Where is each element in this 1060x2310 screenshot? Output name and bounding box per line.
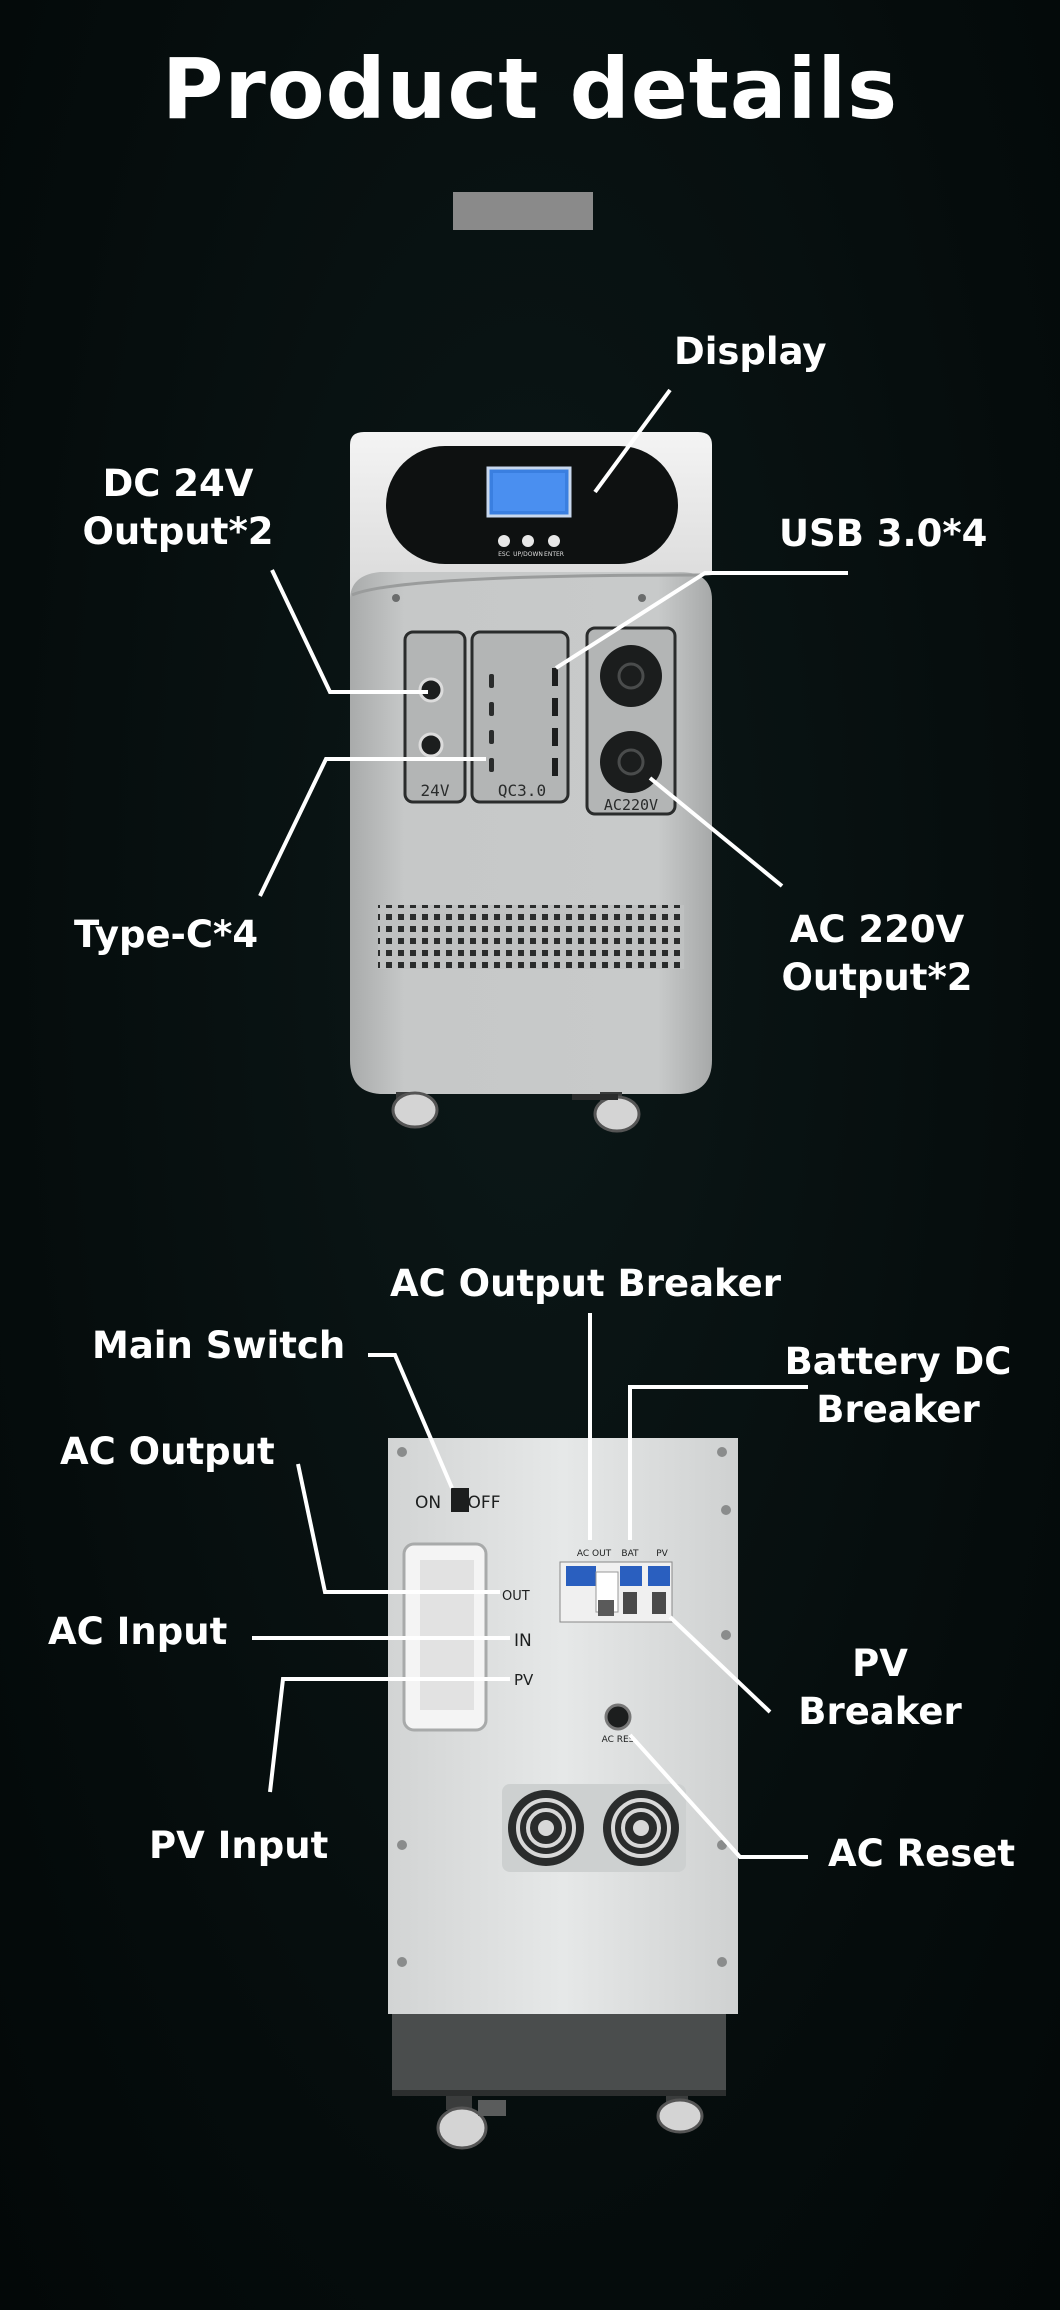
lcd-screen-icon bbox=[486, 466, 572, 518]
ac-output-breaker-label: AC Output Breaker bbox=[390, 1262, 782, 1305]
dc24v-output-line1: DC 24V bbox=[102, 462, 254, 505]
main-switch-icon bbox=[451, 1488, 469, 1512]
cooling-fan-icon bbox=[603, 1790, 679, 1866]
typec-port-icon bbox=[489, 758, 494, 772]
svg-text:OFF: OFF bbox=[468, 1493, 501, 1513]
breaker-switch-icon bbox=[598, 1600, 614, 1616]
breaker-panel bbox=[559, 1561, 673, 1623]
esc-button-icon bbox=[498, 535, 510, 547]
cooling-fan-icon bbox=[508, 1790, 584, 1866]
title-underline-bar bbox=[453, 192, 593, 230]
caster-wheel-icon bbox=[436, 2106, 488, 2150]
svg-text:BAT: BAT bbox=[621, 1549, 639, 1559]
rear-unit: ON OFF OUT IN PV AC OUT BAT PV AC RES bbox=[388, 1438, 738, 2150]
svg-text:PV: PV bbox=[514, 1671, 534, 1689]
svg-text:QC3.0: QC3.0 bbox=[498, 781, 546, 800]
caster-wheel-icon bbox=[391, 1091, 439, 1129]
dc24v-port-icon bbox=[418, 732, 444, 758]
svg-text:AC OUT: AC OUT bbox=[577, 1549, 612, 1559]
ac-reset-label: AC Reset bbox=[828, 1832, 1016, 1875]
esc-label: ESC bbox=[498, 551, 510, 558]
dc24v-panel bbox=[403, 630, 467, 804]
usb-panel bbox=[470, 630, 570, 804]
svg-text:PV: PV bbox=[656, 1549, 668, 1559]
main-switch-label: Main Switch bbox=[92, 1324, 346, 1367]
battery-dc-breaker-line2: Breaker bbox=[816, 1388, 980, 1432]
svg-text:24V: 24V bbox=[421, 781, 450, 800]
page-title: Product details bbox=[161, 40, 899, 138]
battery-dc-breaker-line1: Battery DC bbox=[784, 1340, 1012, 1383]
dc24v-port-icon bbox=[418, 677, 444, 703]
ac-output-label: AC Output bbox=[60, 1430, 275, 1473]
ac-outlet-icon bbox=[600, 731, 662, 793]
caster-wheel-icon bbox=[593, 1095, 641, 1133]
display-label: Display bbox=[674, 330, 827, 373]
rear-leader-lines bbox=[252, 1313, 808, 1859]
dc24v-output-line2: Output*2 bbox=[82, 510, 274, 554]
usb-label: USB 3.0*4 bbox=[779, 512, 988, 555]
front-leader-lines bbox=[258, 388, 848, 897]
caster-wheel-icon bbox=[656, 2098, 704, 2134]
ac-input-label: AC Input bbox=[48, 1610, 228, 1653]
updown-label: UP/DOWN bbox=[513, 551, 543, 558]
pv-input-label: PV Input bbox=[149, 1824, 329, 1867]
ac-reset-button-icon bbox=[604, 1703, 632, 1731]
enter-button-icon bbox=[548, 535, 560, 547]
front-unit: ESC UP/DOWN ENTER 24V QC3.0 bbox=[350, 432, 712, 1133]
updown-button-icon bbox=[522, 535, 534, 547]
svg-text:AC220V: AC220V bbox=[604, 796, 658, 814]
ac-outlet-icon bbox=[600, 645, 662, 707]
ac-outlet-panel bbox=[585, 626, 677, 816]
typec-label: Type-C*4 bbox=[74, 913, 259, 956]
pv-breaker-line1: PV bbox=[852, 1642, 908, 1685]
front-vent bbox=[378, 905, 684, 969]
svg-text:ON: ON bbox=[415, 1493, 441, 1513]
ac220v-output-line1: AC 220V bbox=[789, 908, 965, 951]
pv-breaker-line2: Breaker bbox=[798, 1690, 962, 1734]
ac220v-output-label: AC 220V Output*2 bbox=[772, 906, 982, 1002]
enter-label: ENTER bbox=[544, 551, 564, 558]
usb-port-icon bbox=[552, 758, 558, 776]
svg-text:IN: IN bbox=[514, 1631, 532, 1651]
dc24v-output-label: DC 24V Output*2 bbox=[78, 460, 278, 556]
display-panel bbox=[386, 446, 678, 564]
battery-dc-breaker-label: Battery DC Breaker bbox=[780, 1338, 1016, 1434]
ac220v-output-line2: Output*2 bbox=[781, 956, 973, 1000]
svg-text:OUT: OUT bbox=[502, 1589, 530, 1604]
pv-breaker-label: PV Breaker bbox=[780, 1640, 980, 1736]
terminal-block bbox=[402, 1542, 488, 1732]
svg-text:AC RES: AC RES bbox=[602, 1735, 635, 1745]
